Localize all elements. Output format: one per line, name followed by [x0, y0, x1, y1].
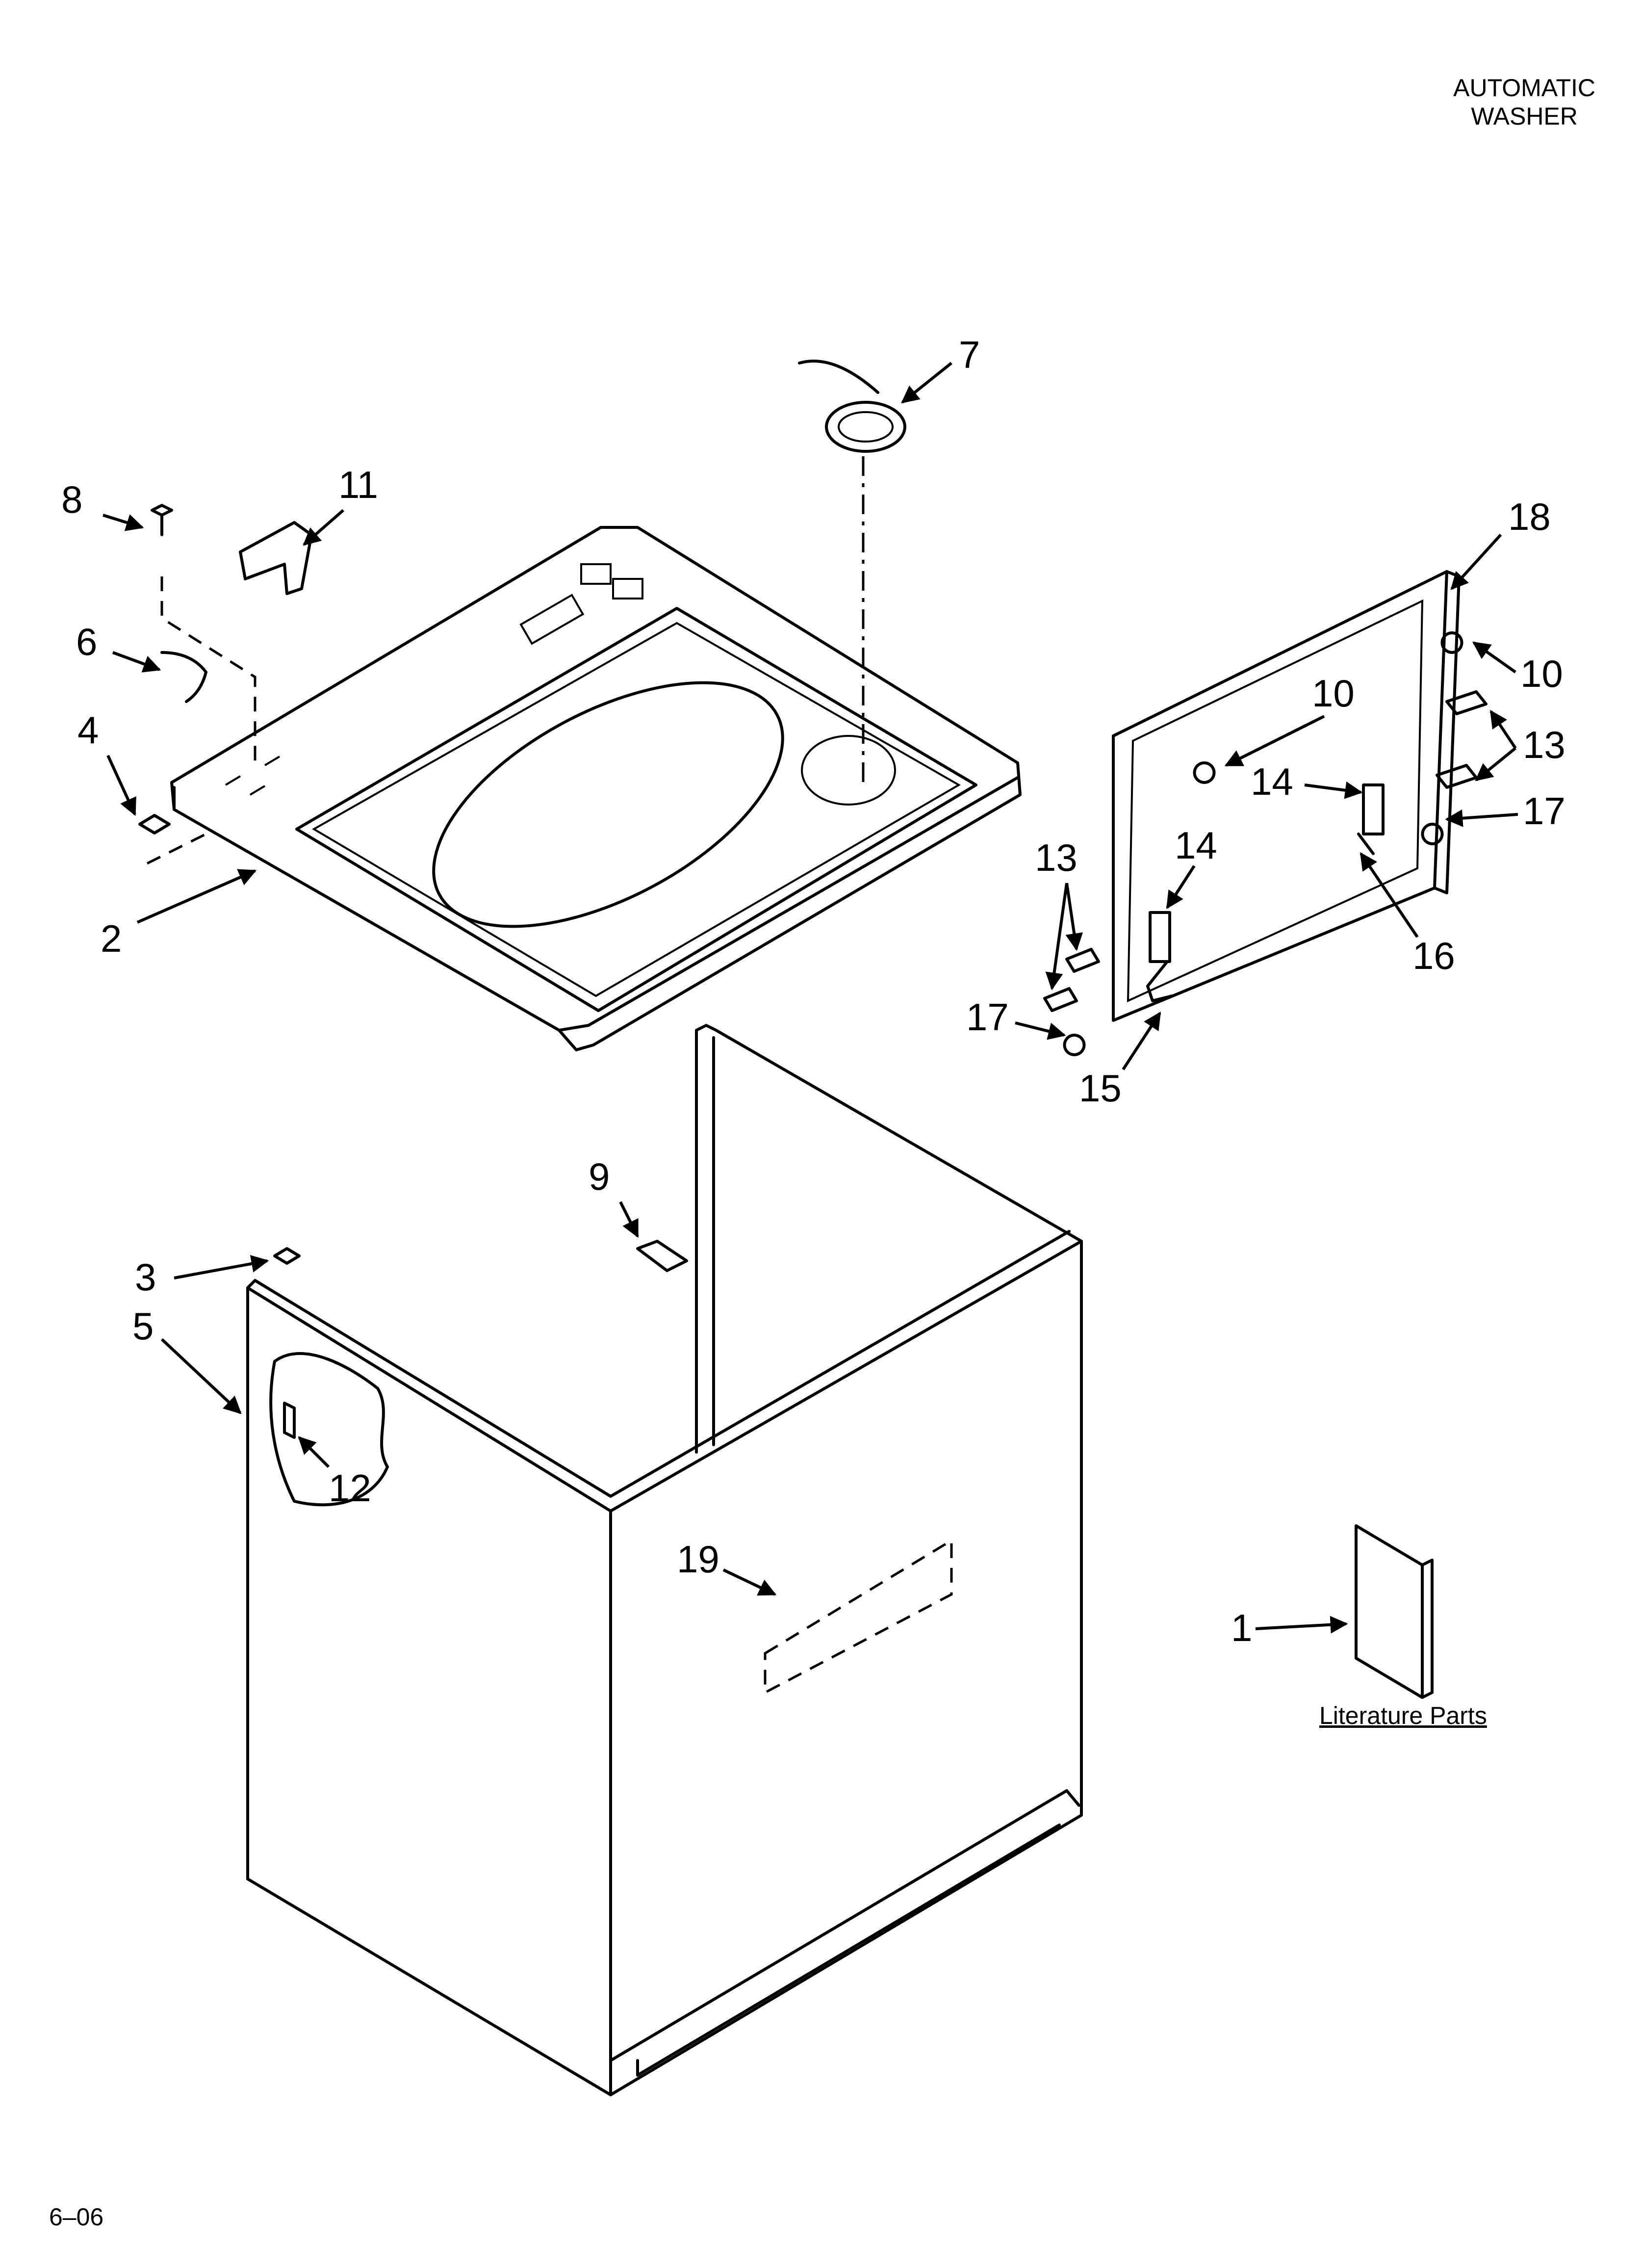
top-panel — [170, 526, 1022, 1051]
callout-16: 16 — [1412, 934, 1455, 977]
callout-7: 7 — [959, 333, 980, 376]
callout-10-lid-front: 10 — [1312, 672, 1355, 715]
callouts: 1 2 3 4 5 6 7 8 9 10 10 11 12 13 13 14 — [61, 333, 1565, 1649]
callout-14-upper: 14 — [1251, 760, 1293, 803]
callout-18: 18 — [1508, 495, 1551, 538]
header-line-2: WASHER — [1471, 103, 1578, 130]
callout-4: 4 — [77, 708, 99, 752]
callout-6: 6 — [76, 620, 97, 663]
diagram-header: AUTOMATIC WASHER — [1453, 74, 1595, 130]
callout-2: 2 — [101, 917, 122, 960]
callout-15: 15 — [1079, 1067, 1122, 1110]
callout-10-lid-side: 10 — [1520, 652, 1563, 695]
callout-9: 9 — [589, 1155, 610, 1198]
callout-1: 1 — [1231, 1606, 1252, 1649]
callout-8: 8 — [61, 478, 82, 521]
callout-13-right: 13 — [1523, 723, 1565, 766]
callout-13-left: 13 — [1035, 836, 1078, 879]
callout-17-right: 17 — [1523, 789, 1565, 833]
footer-code: 6–06 — [49, 2203, 104, 2231]
literature-parts-label: Literature Parts — [1319, 1702, 1487, 1729]
header-line-1: AUTOMATIC — [1453, 74, 1595, 102]
callout-5: 5 — [132, 1304, 154, 1348]
callout-12: 12 — [329, 1466, 371, 1510]
callout-3: 3 — [135, 1255, 156, 1299]
callout-17-left: 17 — [966, 995, 1009, 1039]
dispenser — [798, 360, 906, 785]
callout-11: 11 — [338, 463, 378, 506]
small-parts — [138, 504, 1488, 1699]
callout-19: 19 — [677, 1538, 719, 1581]
callout-14-lower: 14 — [1175, 824, 1217, 867]
cabinet — [246, 1024, 1083, 2096]
